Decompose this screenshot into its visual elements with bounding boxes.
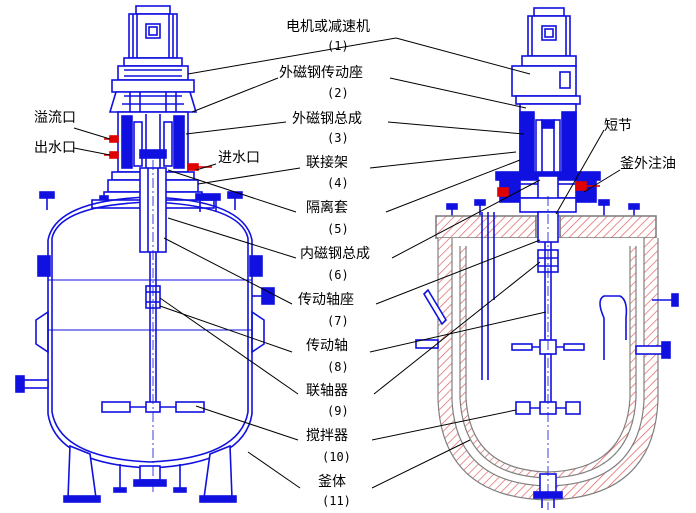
label-drive-shaft: 传动轴 (306, 338, 348, 354)
label-connecting-frame: 联接架 (306, 155, 348, 171)
left-side-nozzles (15, 255, 275, 393)
label-outer-magnet-assembly: 外磁钢总成 (292, 111, 362, 127)
leader-lines (73, 37, 621, 489)
label-water-in: 进水口 (218, 150, 260, 166)
label-outer-magnet-seat: 外磁钢传动座 (279, 65, 363, 81)
right-vessel-walls (437, 238, 659, 501)
label-vessel-body: 釜体 (318, 474, 346, 490)
left-vessel (15, 5, 275, 503)
label-coupling: 联轴器 (306, 383, 348, 399)
label-water-out: 出水口 (34, 140, 76, 156)
label-agitator: 搅拌器 (306, 428, 348, 444)
num-shaft-seat: (7) (327, 314, 349, 328)
num-drive-shaft: (8) (327, 360, 349, 374)
num-isolation-sleeve: (5) (327, 222, 349, 236)
num-coupling: (9) (327, 404, 349, 418)
num-outer-magnet-seat: (2) (327, 86, 349, 100)
label-isolation-sleeve: 隔离套 (306, 200, 348, 216)
num-motor: (1) (327, 39, 349, 53)
left-coolant-fittings (104, 135, 212, 171)
left-legs (63, 444, 237, 503)
num-inner-magnet-assembly: (6) (327, 268, 349, 282)
label-inner-magnet-assembly: 内磁钢总成 (300, 246, 370, 262)
right-internal-tubes (415, 212, 679, 380)
label-short-pipe: 短节 (604, 118, 632, 134)
label-motor: 电机或减速机 (286, 19, 370, 35)
num-vessel-body: (11) (322, 494, 351, 508)
left-motor (117, 5, 189, 81)
label-oil-inlet: 釜外注油 (620, 156, 676, 172)
label-overflow: 溢流口 (34, 110, 76, 126)
num-connecting-frame: (4) (327, 176, 349, 190)
num-agitator: (10) (322, 450, 351, 464)
right-vessel (415, 7, 679, 510)
left-drive-seat (108, 79, 198, 113)
label-shaft-seat: 传动轴座 (298, 292, 354, 308)
right-motor (511, 7, 577, 97)
num-outer-magnet-assembly: (3) (327, 131, 349, 145)
